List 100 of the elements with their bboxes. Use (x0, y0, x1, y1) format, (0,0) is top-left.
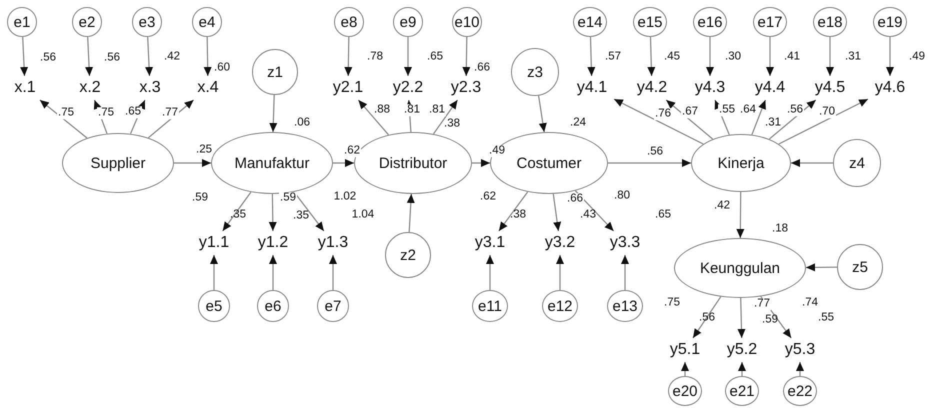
error-circle (873, 7, 907, 37)
squared-correlation: .42 (164, 51, 180, 63)
path-coefficient: .75 (663, 297, 681, 309)
path-arrow (647, 36, 656, 76)
path-coefficient: .75 (97, 107, 115, 119)
path-arrow (768, 100, 816, 140)
path-coefficient: .76 (654, 108, 672, 120)
squared-correlation: .30 (725, 51, 741, 63)
error-circle (317, 290, 349, 322)
indicator-label: y2.3 (446, 78, 486, 98)
error-circle (452, 7, 482, 37)
path-arrow (333, 159, 354, 167)
path-coefficient: .56 (786, 104, 804, 116)
squared-correlation: .56 (104, 52, 120, 64)
squared-correlation: .57 (605, 51, 621, 63)
error-circle (693, 7, 727, 37)
disturbance-circle (511, 48, 559, 96)
path-arrow (358, 100, 389, 136)
variable-label: z3 (527, 64, 543, 80)
path-arrow (406, 194, 415, 232)
path-arrow (486, 255, 494, 290)
path-arrow (145, 36, 154, 76)
path-coefficient: .65 (124, 106, 142, 118)
error-circle (472, 290, 508, 322)
path-arrow (736, 192, 744, 238)
squared-correlation: .66 (474, 62, 490, 74)
path-arrow (574, 190, 614, 232)
squared-correlation: .38 (444, 118, 460, 130)
indicator-label: x.3 (133, 78, 167, 98)
path-arrow (791, 159, 833, 167)
path-coefficient: .55 (718, 104, 736, 116)
squared-correlation: .35 (230, 209, 246, 221)
error-circle (725, 376, 759, 406)
path-coefficient: .81 (403, 104, 421, 116)
variable-label: e22 (787, 382, 813, 400)
variable-name: Supplier (90, 154, 146, 172)
path-arrow (692, 296, 722, 338)
indicator-label: y1.1 (194, 233, 234, 253)
path-coefficient: .62 (343, 145, 361, 157)
path-arrow (222, 192, 252, 232)
indicator-label: y5.2 (722, 340, 762, 360)
variable-label: e20 (672, 382, 698, 400)
variable-name: Distributor (378, 154, 448, 172)
path-arrow (556, 255, 564, 290)
path-arrow (269, 94, 278, 132)
path-arrow (204, 37, 212, 76)
variable-label: e12 (547, 298, 573, 314)
variable-label: e15 (637, 14, 663, 30)
path-arrow (174, 159, 211, 167)
error-circle (72, 7, 102, 37)
path-coefficient: .59 (279, 192, 297, 204)
error-circle (257, 290, 289, 322)
squared-correlation: .59 (762, 314, 778, 326)
indicator-label: x.1 (8, 78, 42, 98)
squared-correlation: .24 (570, 117, 586, 129)
variable-label: e5 (206, 298, 222, 314)
squared-correlation: .56 (699, 312, 715, 324)
error-circle (633, 7, 667, 37)
squared-correlation: .31 (765, 117, 781, 129)
variable-name: Keunggulan (700, 260, 780, 276)
squared-correlation: .78 (367, 51, 383, 63)
indicator-label: y5.1 (665, 340, 705, 360)
error-circle (393, 7, 423, 37)
path-coefficient: .67 (681, 106, 699, 118)
path-arrow (614, 98, 704, 145)
path-coefficient: .77 (753, 298, 771, 310)
error-circle (668, 376, 702, 406)
variable-label: e6 (264, 298, 282, 314)
indicator-label: y1.2 (253, 233, 293, 253)
variable-label: e14 (577, 14, 603, 30)
variable-label: e7 (324, 298, 342, 314)
path-arrow (706, 37, 714, 76)
squared-correlation: .38 (510, 209, 526, 221)
error-circle (573, 7, 607, 37)
variable-label: e16 (697, 14, 723, 30)
variable-label: z2 (400, 246, 416, 264)
squared-correlation: .18 (772, 223, 788, 235)
indicator-label: y2.1 (328, 78, 368, 98)
path-arrow (40, 100, 88, 138)
path-arrow (20, 36, 28, 76)
path-arrow (94, 100, 108, 134)
variable-label: e9 (400, 14, 416, 30)
path-arrow (681, 362, 689, 376)
variable-label: z5 (852, 258, 868, 276)
squared-correlation: .65 (655, 209, 671, 221)
variable-label: e17 (757, 14, 783, 30)
squared-correlation: .60 (214, 62, 230, 74)
variable-label: e4 (198, 14, 216, 30)
path-arrow (738, 362, 746, 376)
path-arrow (552, 194, 562, 232)
variable-label: z4 (849, 154, 865, 172)
variable-name: Costumer (516, 154, 582, 172)
path-arrow (714, 100, 730, 136)
variable-label: e21 (729, 382, 755, 400)
path-arrow (433, 100, 458, 134)
path-arrow (587, 36, 596, 76)
path-arrow (498, 192, 528, 232)
disturbance-circle (837, 244, 883, 290)
error-circle (783, 376, 817, 406)
path-coefficient: .25 (195, 144, 213, 156)
